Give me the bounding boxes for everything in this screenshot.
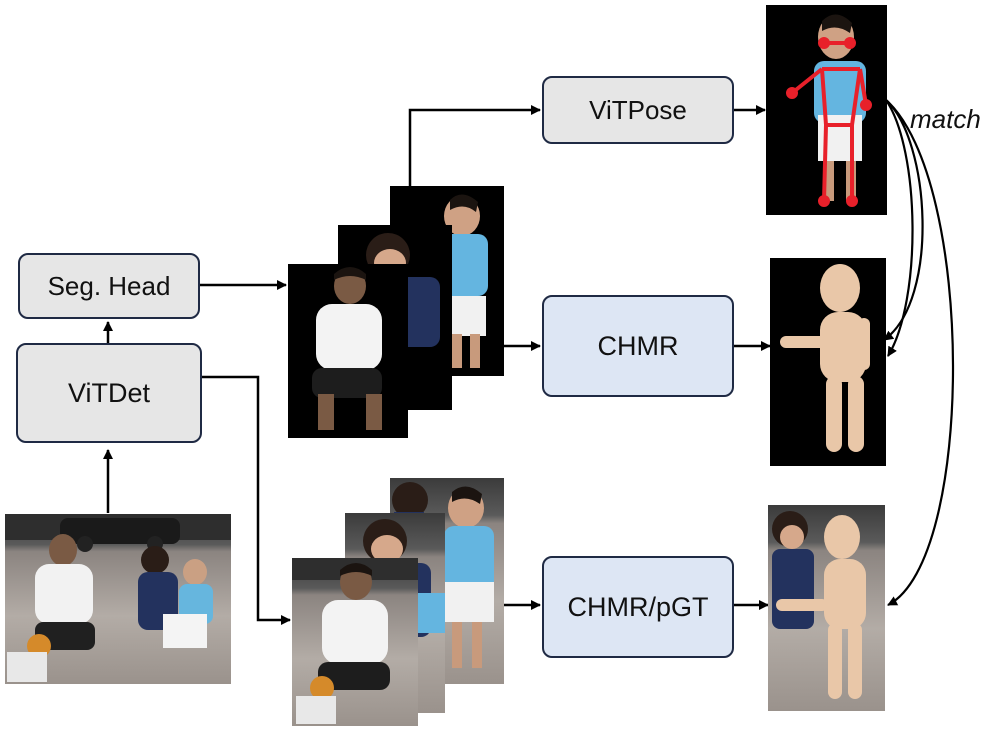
chmr-pgt-label: CHMR/pGT [567, 591, 709, 622]
chmr-pgt-box: CHMR/pGT [542, 556, 734, 658]
chmr-label: CHMR [597, 330, 679, 361]
chmr-box: CHMR [542, 295, 734, 397]
masked-crop-man [288, 264, 408, 438]
arrow-vitdet-to-raw-crops [200, 375, 291, 625]
chmr-pgt-result-image [768, 505, 885, 711]
seg-head-label: Seg. Head [47, 270, 171, 301]
match-curve-to-mesh-2 [885, 99, 914, 357]
vitpose-box: ViTPose [542, 76, 734, 144]
arrow-crops-to-vitpose [408, 105, 541, 186]
chmr-mesh-result-image [770, 258, 886, 466]
raw-crop-man [292, 558, 418, 726]
keypoint-skeleton [786, 37, 872, 207]
seg-head-box: Seg. Head [18, 253, 200, 319]
vitdet-box: ViTDet [16, 343, 202, 443]
match-curve-to-pgt [885, 99, 955, 606]
match-curve-to-mesh [883, 99, 924, 341]
vitdet-label: ViTDet [67, 377, 151, 408]
vitpose-label: ViTPose [589, 94, 687, 125]
vitpose-result-image [766, 5, 887, 215]
match-label: match [910, 104, 981, 134]
input-image [5, 514, 231, 684]
